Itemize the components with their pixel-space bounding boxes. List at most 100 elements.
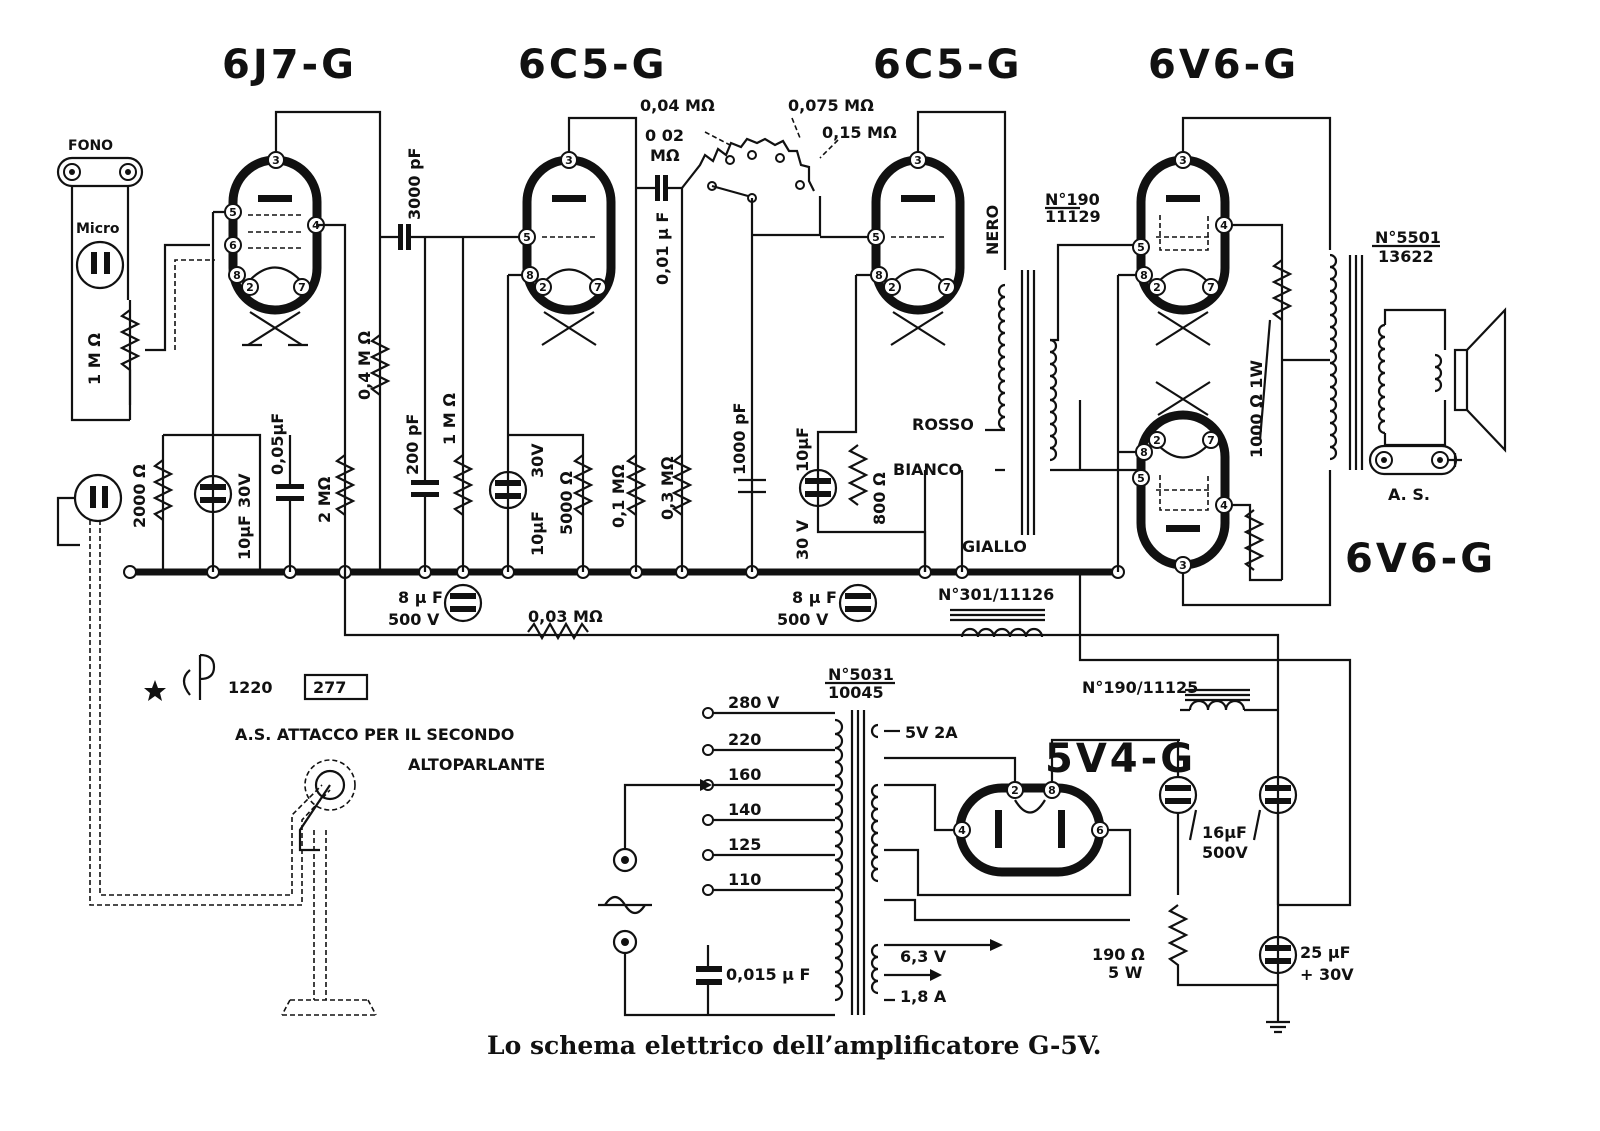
svg-text:8 µ F: 8 µ F	[398, 588, 443, 607]
svg-text:ROSSO: ROSSO	[912, 415, 974, 434]
svg-text:3: 3	[565, 154, 573, 167]
svg-text:N°301/11126: N°301/11126	[938, 585, 1054, 604]
microphone-jack	[56, 473, 123, 547]
output-transformer	[1329, 253, 1386, 470]
svg-text:10045: 10045	[828, 683, 884, 702]
svg-text:30 V: 30 V	[793, 519, 812, 560]
svg-text:N°5031: N°5031	[828, 665, 894, 684]
loudspeaker	[1453, 307, 1507, 453]
svg-text:8: 8	[526, 269, 534, 282]
tube-label-6v6g-1: 6V6-G	[1148, 42, 1299, 88]
fono-label: FONO	[68, 138, 113, 154]
sw-004-label: 0,04 MΩ	[640, 96, 715, 115]
svg-text:5: 5	[872, 231, 880, 244]
svg-text:2: 2	[246, 281, 254, 294]
svg-text:8 µ F: 8 µ F	[792, 588, 837, 607]
svg-text:500V: 500V	[1202, 843, 1248, 862]
power-transformer	[834, 710, 879, 1015]
svg-text:160: 160	[728, 765, 761, 784]
svg-text:0,03 MΩ: 0,03 MΩ	[528, 607, 603, 626]
choke-190	[1185, 688, 1250, 711]
svg-text:N°190: N°190	[1045, 190, 1100, 209]
svg-text:5: 5	[229, 206, 237, 219]
svg-text:8: 8	[1140, 446, 1148, 459]
cap-0015uf	[696, 945, 722, 1015]
svg-text:6: 6	[229, 239, 237, 252]
svg-text:2000 Ω: 2000 Ω	[130, 464, 149, 528]
svg-text:800 Ω: 800 Ω	[870, 472, 889, 525]
svg-text:0 02: 0 02	[645, 126, 684, 145]
svg-text:0,075 MΩ: 0,075 MΩ	[788, 96, 874, 115]
resistor-2000	[152, 459, 174, 521]
micro-label: Micro	[76, 221, 120, 237]
svg-text:1 M Ω: 1 M Ω	[440, 393, 459, 445]
svg-text:0,4 M Ω: 0,4 M Ω	[355, 331, 374, 400]
cap-25uf-30v	[1258, 935, 1298, 975]
svg-text:1,8 A: 1,8 A	[900, 987, 947, 1006]
tone-switch-resistor-chain	[681, 137, 815, 192]
svg-text:0,05µF: 0,05µF	[268, 413, 287, 475]
svg-text:5: 5	[1137, 472, 1145, 485]
svg-text:200 pF: 200 pF	[403, 414, 422, 475]
resistor-003m	[527, 621, 589, 641]
svg-text:11129: 11129	[1045, 207, 1101, 226]
svg-text:A.S. ATTACCO PER IL SECONDO: A.S. ATTACCO PER IL SECONDO	[235, 725, 514, 744]
svg-text:BIANCO: BIANCO	[893, 460, 962, 479]
tube-label-6c5g-2: 6C5-G	[873, 42, 1022, 88]
svg-text:0,01 µ F: 0,01 µ F	[653, 212, 672, 285]
svg-text:2: 2	[1011, 784, 1019, 797]
svg-text:2: 2	[888, 281, 896, 294]
tube-6c5g-1: 3 5 8 2 7	[518, 151, 616, 346]
svg-text:277: 277	[313, 678, 346, 697]
tube-label-6j7g: 6J7-G	[222, 42, 357, 88]
balance-potentiometer-1000	[1258, 319, 1272, 441]
svg-text:0,15 MΩ: 0,15 MΩ	[822, 123, 897, 142]
svg-text:N°190/11125: N°190/11125	[1082, 678, 1198, 697]
svg-text:7: 7	[298, 281, 306, 294]
svg-text:3: 3	[1179, 154, 1187, 167]
tube-6v6g-lower: 3 4 5 8 2 7	[1132, 381, 1233, 574]
phono-input-jack	[56, 156, 144, 188]
svg-text:7: 7	[1207, 281, 1215, 294]
resistor-2m	[334, 454, 356, 516]
resistor-04m	[369, 334, 391, 396]
diagram-caption: Lo schema elettrico dell’amplificatore G…	[487, 1031, 1102, 1060]
svg-text:A. S.: A. S.	[1388, 485, 1430, 504]
c-3000pf-label: 3000 pF	[405, 148, 424, 220]
tube-label-6v6g-2: 6V6-G	[1345, 536, 1496, 582]
svg-text:ALTOPARLANTE: ALTOPARLANTE	[408, 755, 545, 774]
svg-text:0,1 MΩ: 0,1 MΩ	[609, 464, 628, 528]
svg-text:280 V: 280 V	[728, 693, 780, 712]
cap-10uf-30v-3	[798, 468, 838, 508]
svg-text:13622: 13622	[1378, 247, 1434, 266]
svg-text:7: 7	[1207, 434, 1215, 447]
svg-text:N°5501: N°5501	[1375, 228, 1441, 247]
ground-icon	[1266, 1015, 1290, 1034]
cap-8uf-500v-1	[443, 583, 483, 623]
svg-text:8: 8	[875, 269, 883, 282]
patent-mark-icon	[144, 653, 216, 701]
r-1m-pot-label: 1 M Ω	[85, 333, 104, 385]
svg-text:3: 3	[914, 154, 922, 167]
svg-text:8: 8	[233, 269, 241, 282]
second-speaker-jack	[1368, 444, 1462, 476]
svg-text:125: 125	[728, 835, 761, 854]
interstage-transformer	[997, 270, 1058, 535]
svg-text:110: 110	[728, 870, 761, 889]
svg-text:MΩ: MΩ	[650, 146, 680, 165]
svg-text:2: 2	[1153, 434, 1161, 447]
svg-text:220: 220	[728, 730, 761, 749]
mains-tap-arrow	[623, 783, 700, 850]
svg-text:500 V: 500 V	[388, 610, 440, 629]
svg-text:4: 4	[1220, 219, 1228, 232]
svg-text:1220: 1220	[228, 678, 273, 697]
cap-005uf	[276, 435, 304, 572]
svg-text:30V: 30V	[235, 473, 254, 508]
mains-voltage-selector[interactable]	[702, 707, 835, 896]
svg-text:2: 2	[1153, 281, 1161, 294]
svg-text:5: 5	[1137, 241, 1145, 254]
svg-text:2: 2	[539, 281, 547, 294]
svg-text:5V 2A: 5V 2A	[905, 723, 958, 742]
cap-8uf-500v-2	[838, 583, 878, 623]
tube-6c5g-2: 3 5 8 2 7	[867, 151, 965, 346]
